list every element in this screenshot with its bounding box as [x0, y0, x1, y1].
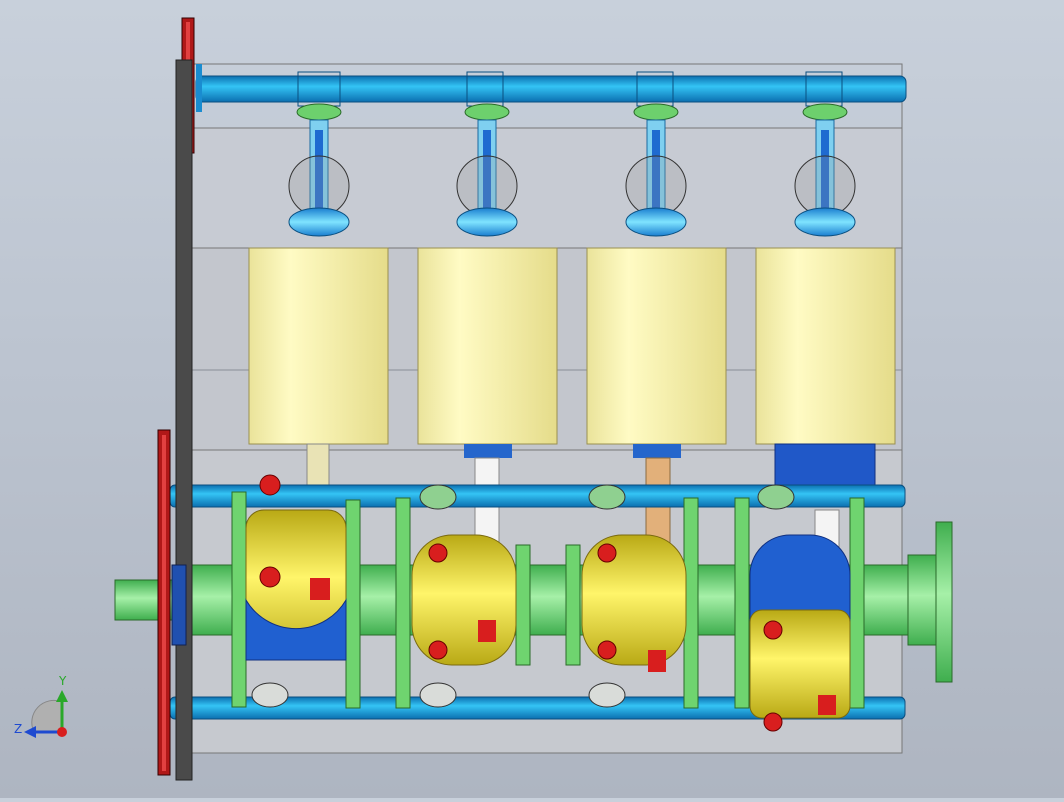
middle-rail-pipe[interactable]	[169, 484, 906, 508]
top-rail-pipe[interactable]	[195, 64, 907, 112]
z-axis-arrowhead	[24, 726, 36, 738]
piston-1[interactable]	[248, 247, 389, 505]
z-axis-label: Z	[14, 722, 23, 736]
tappets	[251, 484, 795, 708]
flywheel[interactable]	[157, 429, 187, 776]
valve-assembly-4[interactable]	[794, 103, 856, 237]
y-axis-arrowhead	[56, 690, 68, 702]
piston-2[interactable]	[417, 247, 558, 549]
bolts	[259, 474, 836, 732]
triad-graphic	[24, 690, 68, 738]
coordinate-triad: Y Z	[12, 672, 82, 747]
valve-assembly-1[interactable]	[288, 103, 350, 237]
piston-3[interactable]	[586, 247, 727, 589]
timing-belt-plate	[175, 59, 193, 781]
y-axis-label: Y	[59, 674, 67, 688]
valve-assembly-2[interactable]	[456, 103, 518, 237]
valve-assembly-3[interactable]	[625, 103, 687, 237]
x-axis-dot	[57, 727, 67, 737]
